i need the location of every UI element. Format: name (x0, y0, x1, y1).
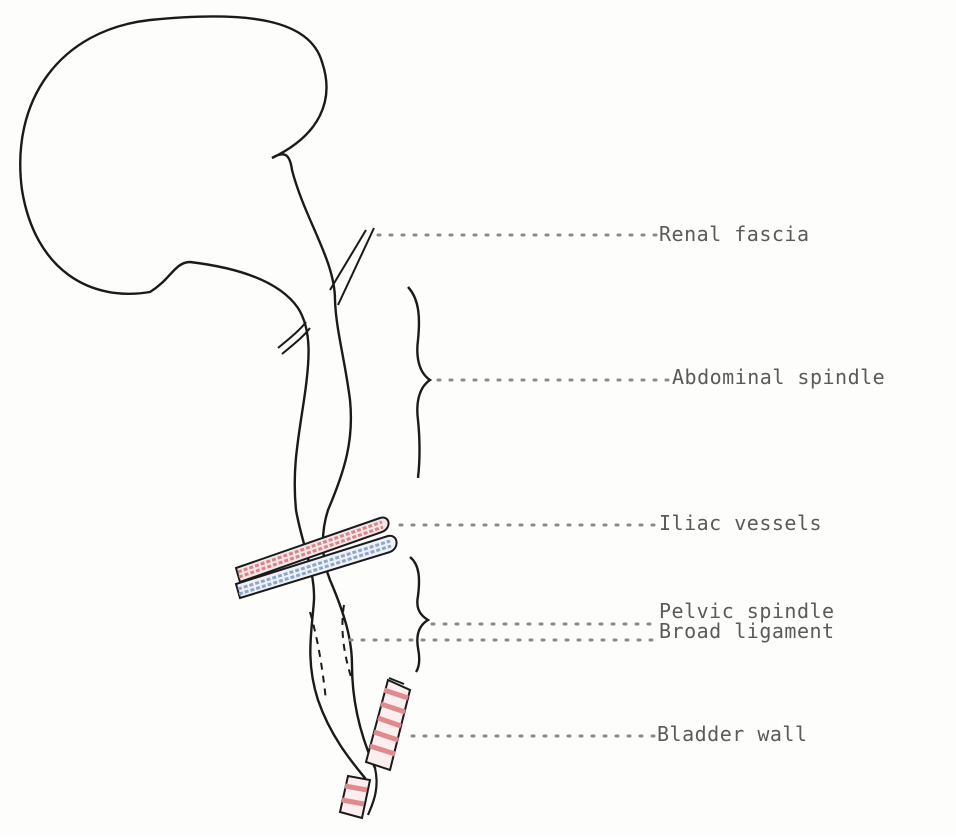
bladder-wall-lower (340, 776, 370, 818)
label-abdominal-spindle: Abdominal spindle (672, 365, 885, 389)
bladder-wall (366, 678, 410, 770)
label-iliac-vessels: Iliac vessels (659, 511, 822, 535)
ureter-right-outline (272, 62, 375, 768)
label-pelvic-spindle: Pelvic spindle (659, 602, 835, 620)
kidney-outline (20, 16, 365, 778)
abdominal-spindle-brace (408, 287, 430, 478)
pelvic-spindle-brace (410, 557, 428, 672)
ureter-terminal-2 (368, 768, 377, 815)
iliac-vessels (236, 518, 397, 598)
renal-fascia-line-1 (330, 230, 366, 290)
label-renal-fascia: Renal fascia (659, 222, 810, 246)
label-bladder-wall: Bladder wall (657, 722, 808, 746)
label-broad-ligament: Broad ligament (659, 622, 835, 640)
